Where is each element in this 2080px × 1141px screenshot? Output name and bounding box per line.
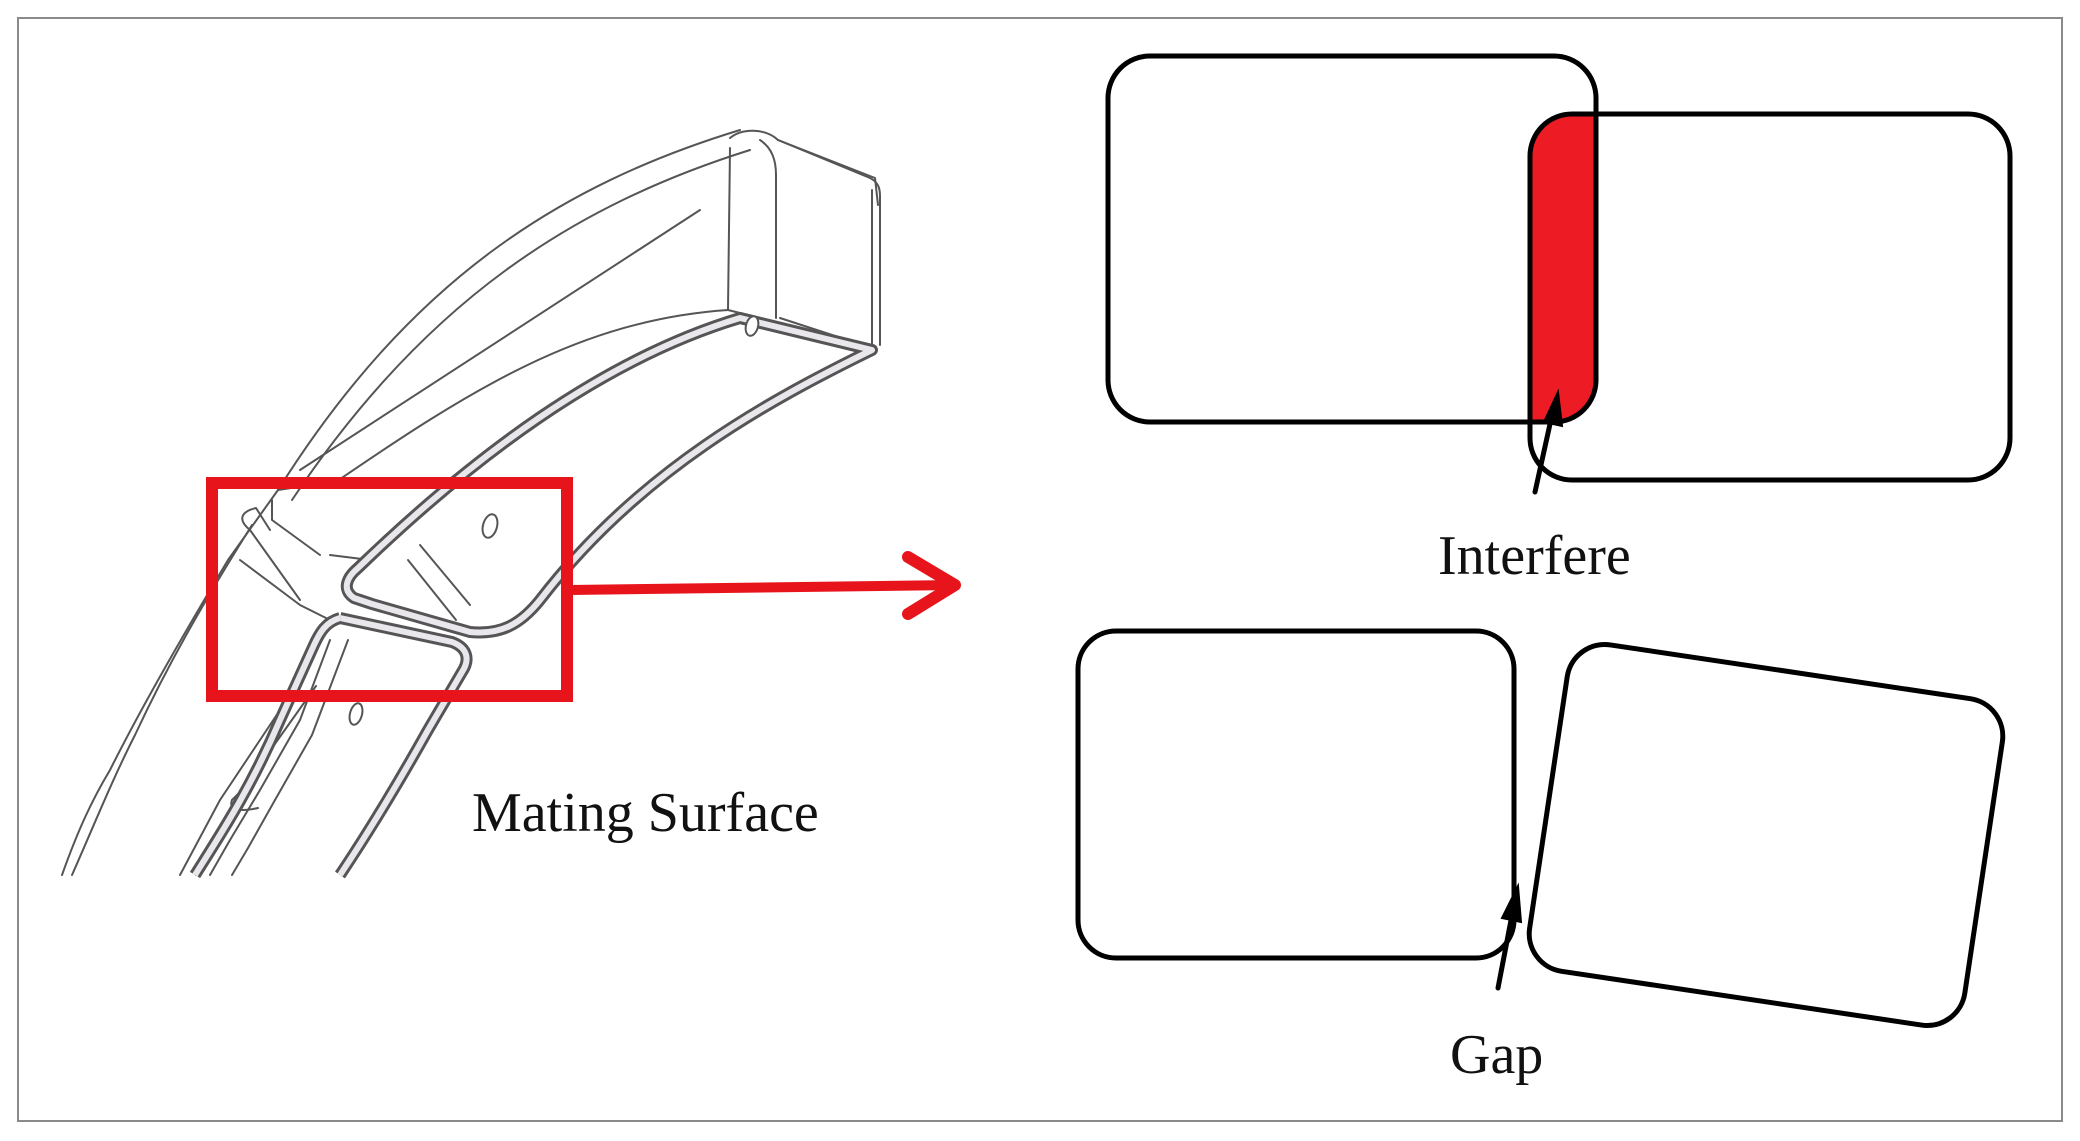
interfere-left-section [1105, 53, 1599, 425]
interference-region [1530, 114, 1596, 422]
arrow-right-icon [565, 551, 961, 620]
interfere-label: Interfere [1438, 525, 1631, 587]
bolt-holes [348, 315, 760, 726]
gap-right-section [1526, 641, 2006, 1029]
interference-diagram [1105, 53, 2013, 495]
interfere-right-section [1527, 111, 2013, 483]
mating-surface-label: Mating Surface [472, 782, 819, 844]
arrow-up-icon [1532, 388, 1564, 495]
gap-left-section [1075, 628, 1517, 961]
curved-part-drawing [61, 129, 881, 876]
figure-frame [17, 17, 2063, 1122]
gap-diagram [1075, 628, 2006, 1029]
mating-surface-highlight-box [206, 477, 573, 702]
arrow-up-icon [1495, 882, 1523, 991]
mating-frames [189, 312, 878, 879]
gap-label: Gap [1450, 1024, 1544, 1086]
